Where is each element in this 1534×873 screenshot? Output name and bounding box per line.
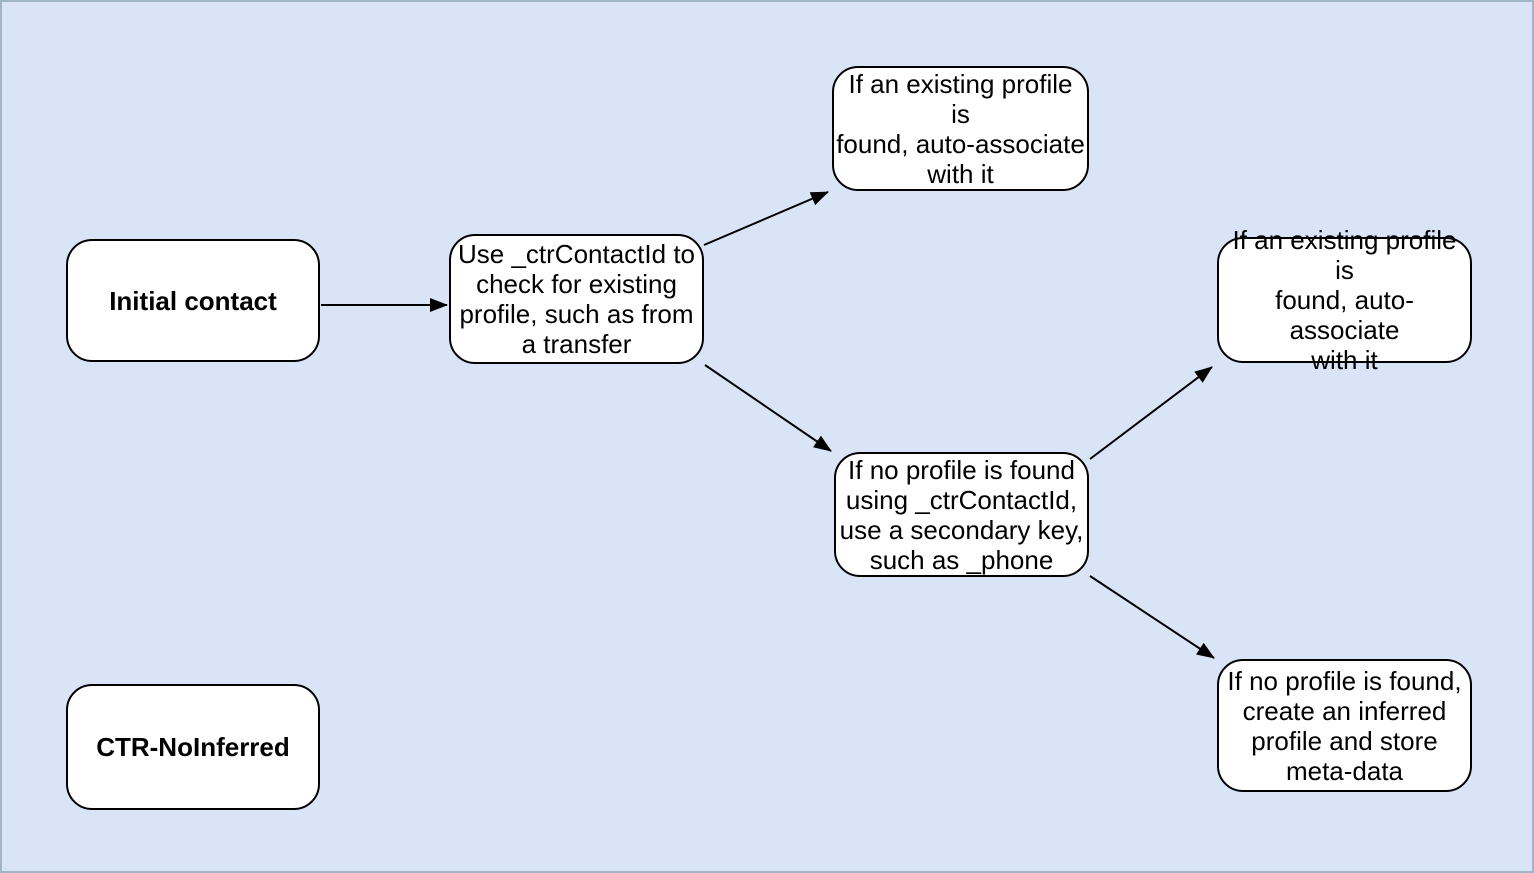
node-existing-profile-auto-associate-top: If an existing profile is found, auto-as… xyxy=(832,66,1089,191)
node-initial-contact-label: Initial contact xyxy=(109,285,277,316)
node-initial-contact: Initial contact xyxy=(66,239,320,362)
arrow-no-profile-to-existing-right xyxy=(1089,366,1213,460)
node-create-inferred-profile-label: If no profile is found, create an inferr… xyxy=(1227,665,1462,786)
node-existing-profile-auto-associate-top-label: If an existing profile is found, auto-as… xyxy=(836,68,1085,189)
arrow-check-to-no-profile xyxy=(704,364,832,452)
node-check-existing-profile: Use _ctrContactId to check for existing … xyxy=(449,234,704,364)
node-ctr-noinferred: CTR-NoInferred xyxy=(66,684,320,810)
node-ctr-noinferred-label: CTR-NoInferred xyxy=(96,732,290,762)
node-existing-profile-auto-associate-right-label: If an existing profile is found, auto-as… xyxy=(1232,225,1457,375)
arrow-check-to-existing-top xyxy=(703,191,829,246)
node-no-profile-secondary-key-label: If no profile is found using _ctrContact… xyxy=(839,454,1084,575)
arrow-no-profile-to-create-inferred xyxy=(1089,575,1215,659)
node-check-existing-profile-label: Use _ctrContactId to check for existing … xyxy=(458,239,695,359)
node-no-profile-secondary-key: If no profile is found using _ctrContact… xyxy=(834,452,1089,577)
node-create-inferred-profile: If no profile is found, create an inferr… xyxy=(1217,659,1472,792)
node-existing-profile-auto-associate-right: If an existing profile is found, auto-as… xyxy=(1217,225,1472,375)
